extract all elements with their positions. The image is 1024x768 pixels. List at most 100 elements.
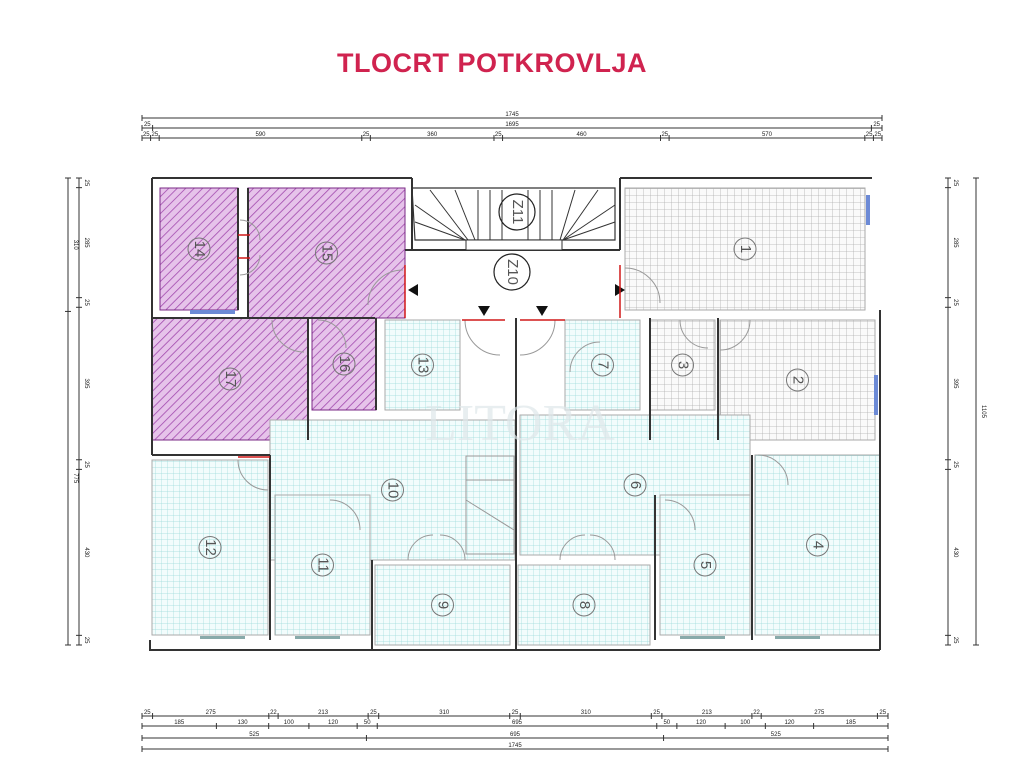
dimension-value: 25 — [873, 122, 880, 128]
walls — [149, 177, 881, 651]
room-13: 13 — [384, 319, 461, 411]
room-3: 3 — [649, 319, 716, 411]
room-8: 8 — [517, 564, 651, 646]
room-7: 7 — [564, 319, 641, 411]
room-number: 4 — [810, 541, 827, 549]
room-number-marker — [693, 553, 717, 577]
dimension-value: 25 — [144, 710, 151, 716]
dimension-value: 285 — [83, 238, 89, 249]
dimension-value: 213 — [702, 710, 713, 716]
stair-z10-marker — [493, 253, 531, 291]
dimension-value: 275 — [206, 710, 217, 716]
room-number: 10 — [385, 482, 402, 499]
room-number-marker — [218, 367, 242, 391]
dimension-value: 25 — [661, 132, 668, 138]
dimension-value: 695 — [510, 732, 521, 738]
room-number-marker — [411, 353, 434, 377]
room-number-marker — [572, 593, 596, 617]
dimension-value: 50 — [663, 720, 670, 726]
dimension-value: 430 — [952, 547, 958, 558]
dimension-value: 1745 — [508, 743, 522, 749]
dimension-value: 1695 — [505, 122, 519, 128]
dimension-value: 525 — [249, 732, 260, 738]
room-4: 4 — [754, 454, 881, 636]
room-number: 9 — [435, 601, 452, 609]
dimension-value: 275 — [814, 710, 825, 716]
room-number-marker — [198, 536, 222, 559]
room-number-marker — [786, 368, 809, 392]
dimension-value: 25 — [879, 710, 886, 716]
room-number-marker — [187, 237, 211, 261]
dimension-value: 25 — [83, 179, 89, 186]
room-number-marker — [806, 533, 829, 557]
dimension-value: 25 — [952, 179, 958, 186]
dimension-value: 213 — [318, 710, 329, 716]
room-15: 15 — [247, 187, 406, 319]
dimension-value: 570 — [762, 132, 773, 138]
dimension-value: 695 — [512, 720, 523, 726]
dimension-value: 775 — [72, 473, 78, 484]
dimension-value: 120 — [784, 720, 795, 726]
dimension-value: 25 — [363, 132, 370, 138]
dimension-value: 1745 — [505, 112, 519, 118]
room-number: 14 — [191, 241, 208, 258]
dimension-value: 120 — [328, 720, 339, 726]
dimension-value: 25 — [144, 122, 151, 128]
room-number: 3 — [675, 361, 692, 369]
dimension-value: 310 — [581, 710, 592, 716]
room-number-marker — [311, 553, 334, 577]
dimension-value: 185 — [174, 720, 185, 726]
dimension-value: 185 — [846, 720, 857, 726]
room-number-marker — [623, 473, 647, 497]
stair-z11-marker — [498, 193, 536, 231]
room-12: 12 — [151, 459, 269, 636]
dimension-value: 430 — [83, 547, 89, 558]
windows — [190, 195, 878, 639]
room-number: 5 — [697, 561, 714, 569]
dimension-value: 285 — [952, 238, 958, 249]
room-number: 15 — [319, 245, 336, 262]
room-number-marker — [733, 237, 757, 261]
dimension-value: 590 — [255, 132, 266, 138]
doors — [237, 219, 789, 561]
room-number: 1 — [737, 245, 754, 253]
room-number: 2 — [790, 376, 807, 384]
dimension-value: 25 — [83, 637, 89, 644]
dimension-value: 25 — [874, 132, 881, 138]
dimension-value: 25 — [866, 132, 873, 138]
dimension-value: 360 — [427, 132, 438, 138]
dimension-value: 25 — [952, 461, 958, 468]
dimension-value: 1105 — [980, 405, 986, 419]
room-number: 7 — [595, 361, 612, 369]
room-number: 6 — [627, 481, 644, 489]
dimension-value: 130 — [238, 720, 249, 726]
room-5: 5 — [659, 494, 751, 636]
dimension-value: 25 — [152, 132, 159, 138]
room-number: 13 — [415, 357, 432, 374]
dimension-value: 25 — [653, 710, 660, 716]
room-number: 11 — [315, 557, 332, 573]
dimension-value: 100 — [740, 720, 751, 726]
room-number-marker — [315, 241, 338, 265]
dimension-value: 25 — [143, 132, 150, 138]
dimension-value: 395 — [83, 379, 89, 390]
dimension-value: 525 — [771, 732, 782, 738]
dimension-value: 120 — [696, 720, 707, 726]
room-number: 12 — [202, 539, 219, 556]
dimension-value: 25 — [83, 461, 89, 468]
dimension-value: 25 — [952, 637, 958, 644]
room-14: 14 — [159, 187, 239, 311]
staircase-z11 — [414, 189, 616, 555]
room-number-marker — [381, 478, 404, 502]
room-number-marker — [671, 353, 694, 377]
door-arrows — [408, 284, 625, 316]
dimension-value: 25 — [370, 710, 377, 716]
room-number-marker — [431, 593, 454, 617]
stair-z11-label: Z11 — [509, 200, 526, 225]
dimension-value: 50 — [364, 720, 371, 726]
dimension-value: 310 — [439, 710, 450, 716]
dimension-value: 25 — [512, 710, 519, 716]
drawing-title: TLOCRT POTKROVLJA — [337, 48, 647, 78]
dimension-value: 310 — [72, 240, 78, 251]
